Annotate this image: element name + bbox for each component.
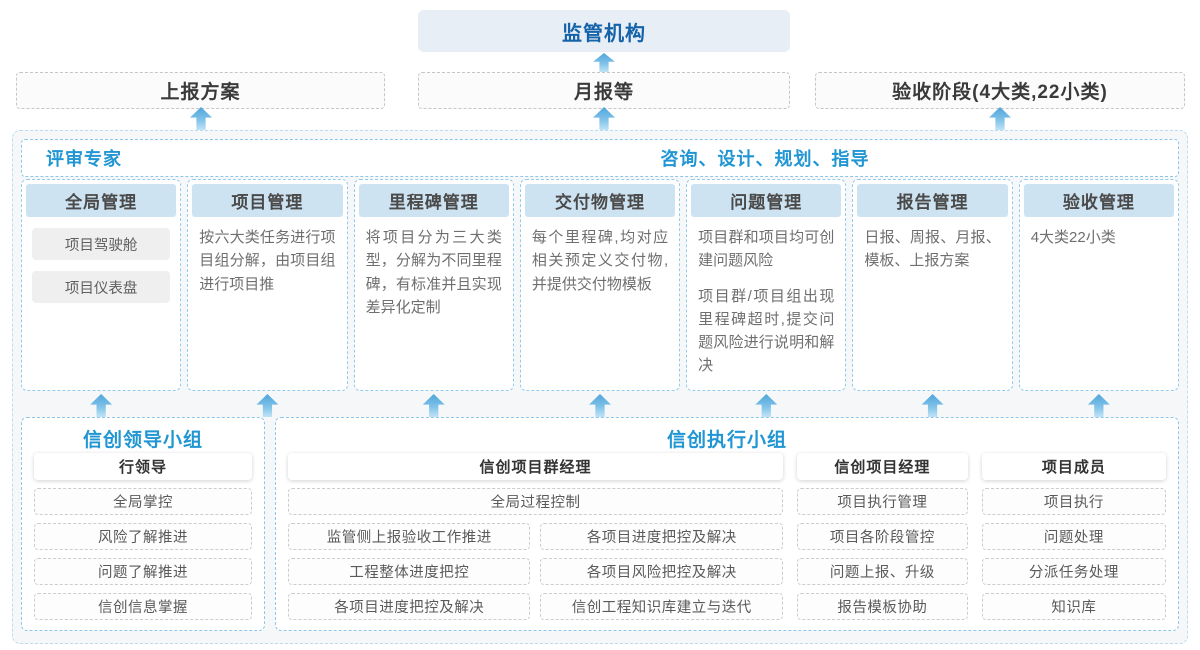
list-item: 风险了解推进 [34,523,252,550]
program-manager-section: 信创项目群经理 全局过程控制 监管侧上报验收工作推进 各项目进度把控及解决 工程… [288,453,783,620]
channel-report-plan: 上报方案 [16,72,385,109]
leadership-group-title: 信创领导小组 [82,429,203,451]
expert-advisory-strip: 评审专家 咨询、设计、规划、指导 [21,139,1179,177]
list-item: 问题处理 [981,523,1167,550]
arrow-cell [1019,394,1179,417]
up-arrow-icon [921,394,944,417]
list-item: 问题了解推进 [34,558,252,585]
up-arrow-icon [593,107,615,130]
up-arrow-icon [588,394,611,417]
role-project-members: 项目成员 [981,453,1167,480]
up-arrow-icon [256,394,279,417]
regulator-label: 监管机构 [562,22,646,45]
description-paragraph: 项目群和项目均可创建问题风险 [698,229,835,270]
list-item: 全局过程控制 [288,488,783,515]
list-item: 各项目风险把控及解决 [540,558,783,585]
list-item: 工程整体进度把控 [288,558,531,585]
up-arrow-icon [755,394,778,417]
project-members-section: 项目成员 项目执行 问题处理 分派任务处理 知识库 [981,453,1167,620]
execution-group-title: 信创执行小组 [666,429,787,451]
management-columns: 全局管理 项目驾驶舱 项目仪表盘 项目管理 按六大类任务进行项目组分解，由项目组… [21,179,1179,391]
arrow-cell [852,394,1012,417]
column-report-management: 报告管理 日报、周报、月报、模板、上报方案 [852,179,1013,391]
column-deliverable-management: 交付物管理 每个里程碑,均对应相关预定义交付物,并提供交付物模板 [519,179,681,391]
column-arrows-row [21,394,1179,417]
column-title: 全局管理 [26,184,177,217]
column-title: 验收管理 [1023,184,1174,217]
column-description: 按六大类任务进行项目组分解，由项目组进行项目推 [199,229,336,293]
role-program-manager: 信创项目群经理 [288,453,783,480]
channel-label: 上报方案 [160,82,241,103]
arrow-cell [354,394,514,417]
list-item: 知识库 [981,593,1167,620]
list-item: 报告模板协助 [796,593,968,620]
pill-project-dashboard: 项目仪表盘 [32,271,171,303]
list-item: 分派任务处理 [981,558,1167,585]
column-project-management: 项目管理 按六大类任务进行项目组分解，由项目组进行项目推 [187,179,348,391]
channel-monthly-report: 月报等 [418,72,790,109]
list-item: 各项目进度把控及解决 [540,523,783,550]
management-platform-panel: 评审专家 咨询、设计、规划、指导 全局管理 项目驾驶舱 项目仪表盘 项目管理 按… [12,130,1188,644]
column-description: 将项目分为三大类型，分解为不同里程碑，有标准并且实现差异化定制 [365,229,502,316]
up-arrow-icon [989,107,1011,130]
channel-label: 验收阶段(4大类,22小类) [892,82,1108,103]
column-description: 4大类22小类 [1030,229,1116,246]
description-paragraph: 项目群/项目组出现里程碑超时,提交问题风险进行说明和解决 [698,287,835,375]
arrow-cell [686,394,846,417]
role-bank-leadership: 行领导 [34,453,252,480]
advisory-label: 咨询、设计、规划、指导 [660,149,870,169]
column-description: 日报、周报、月报、模板、上报方案 [864,229,1001,270]
list-item: 项目执行 [981,488,1167,515]
column-title: 报告管理 [857,184,1008,217]
list-item: 各项目进度把控及解决 [288,593,531,620]
up-arrow-icon [593,53,615,72]
up-arrow-icon [422,394,445,417]
review-experts-label: 评审专家 [46,149,122,169]
list-item: 全局掌控 [34,488,252,515]
arrow-cell [520,394,680,417]
channel-label: 月报等 [573,82,634,103]
arrow-cell [21,394,181,417]
up-arrow-icon [1087,394,1110,417]
column-description: 项目群和项目均可创建问题风险 项目群/项目组出现里程碑超时,提交问题风险进行说明… [691,217,841,378]
project-manager-section: 信创项目经理 项目执行管理 项目各阶段管控 问题上报、升级 报告模板协助 [796,453,968,620]
column-acceptance-management: 验收管理 4大类22小类 [1018,179,1179,391]
up-arrow-icon [190,107,212,130]
execution-group-box: 信创执行小组 信创项目群经理 全局过程控制 监管侧上报验收工作推进 各项目进度把… [275,417,1179,631]
regulator-box: 监管机构 [418,10,790,52]
bottom-groups: 信创领导小组 行领导 全局掌控 风险了解推进 问题了解推进 信创信息掌握 信创执… [21,417,1179,631]
column-title: 问题管理 [691,184,842,217]
column-title: 交付物管理 [524,184,676,217]
list-item: 项目各阶段管控 [796,523,968,550]
column-description: 每个里程碑,均对应相关预定义交付物,并提供交付物模板 [531,229,669,293]
column-issue-management: 问题管理 项目群和项目均可创建问题风险 项目群/项目组出现里程碑超时,提交问题风… [686,179,847,391]
list-item: 项目执行管理 [796,488,968,515]
role-project-manager: 信创项目经理 [796,453,968,480]
arrow-cell [187,394,347,417]
column-milestone-management: 里程碑管理 将项目分为三大类型，分解为不同里程碑，有标准并且实现差异化定制 [353,179,514,391]
list-item: 信创信息掌握 [34,593,252,620]
execution-roles: 信创项目群经理 全局过程控制 监管侧上报验收工作推进 各项目进度把控及解决 工程… [288,453,1167,620]
leadership-group-box: 信创领导小组 行领导 全局掌控 风险了解推进 问题了解推进 信创信息掌握 [21,417,265,631]
up-arrow-icon [90,394,113,417]
list-item: 问题上报、升级 [796,558,968,585]
column-title: 里程碑管理 [358,184,509,217]
column-global-management: 全局管理 项目驾驶舱 项目仪表盘 [21,179,182,391]
list-item: 监管侧上报验收工作推进 [288,523,531,550]
channel-acceptance-phase: 验收阶段(4大类,22小类) [815,72,1185,109]
list-item: 信创工程知识库建立与迭代 [540,593,783,620]
program-manager-items: 全局过程控制 监管侧上报验收工作推进 各项目进度把控及解决 工程整体进度把控 各… [288,488,783,620]
column-title: 项目管理 [192,184,343,217]
pill-project-cockpit: 项目驾驶舱 [32,228,171,260]
